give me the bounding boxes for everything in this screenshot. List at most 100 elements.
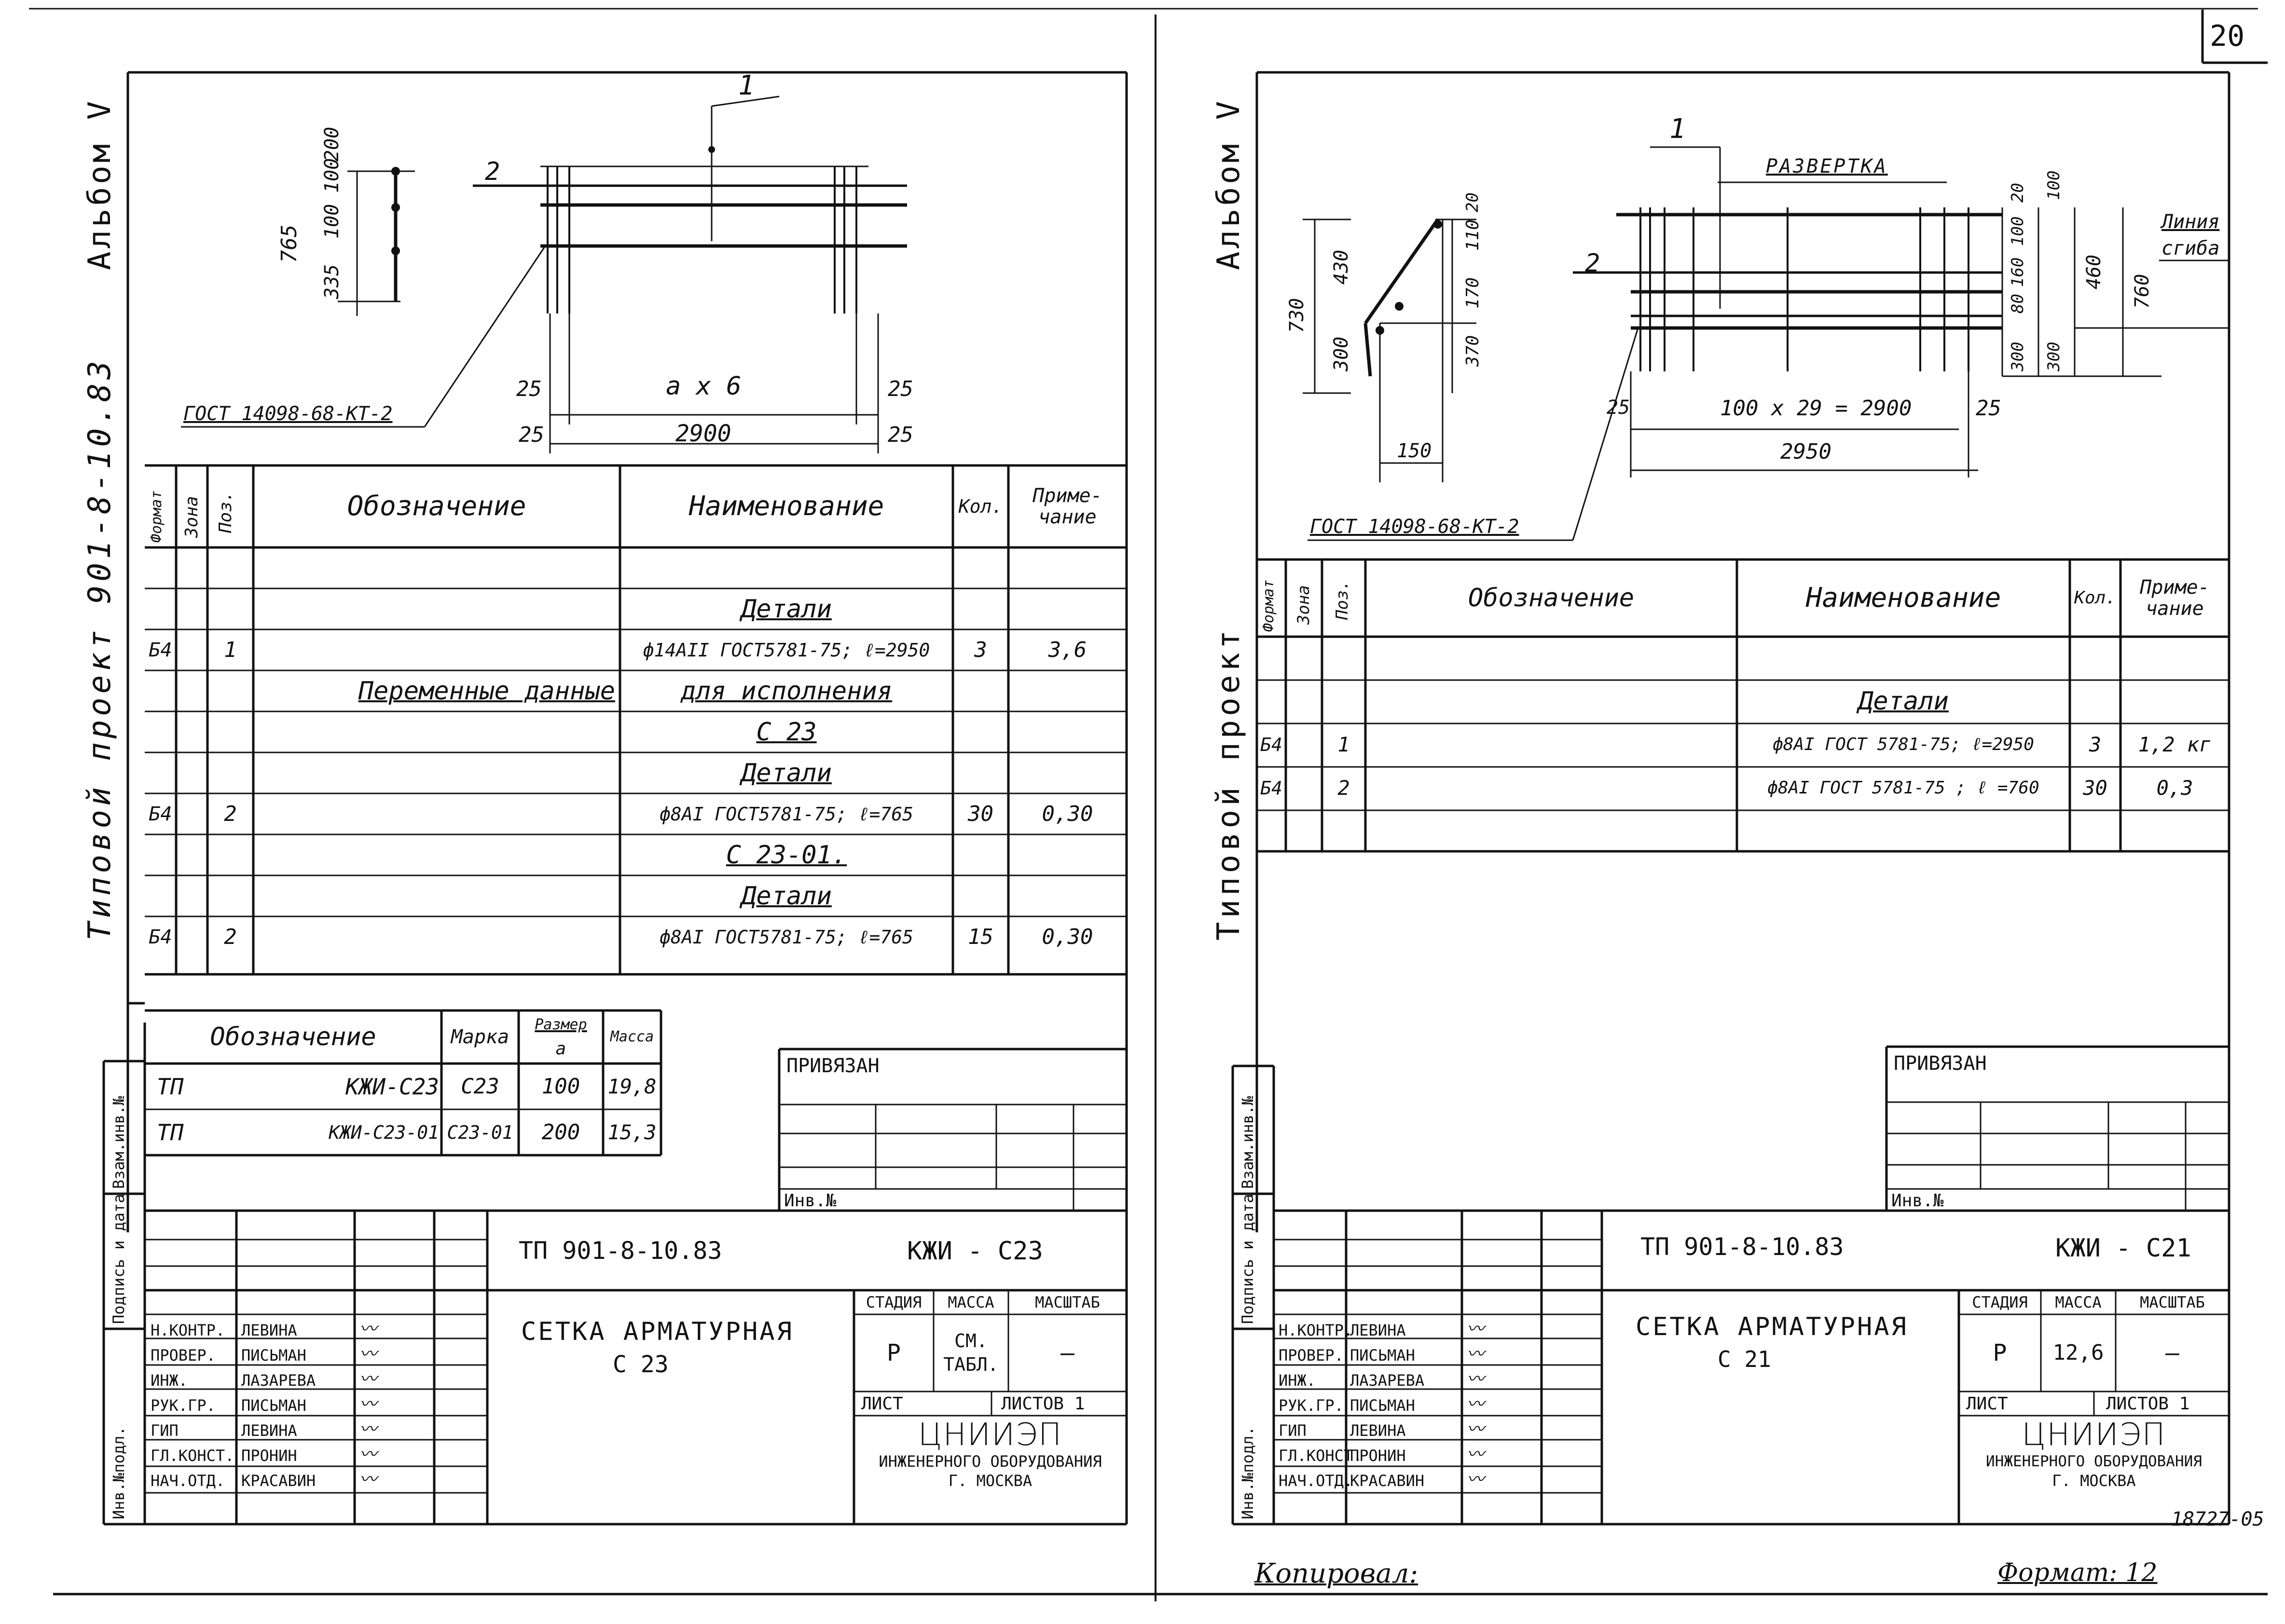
col-qty: Кол. (2074, 588, 2116, 608)
person-role: Н.КОНТР. (1279, 1321, 1353, 1339)
col-format: Формат (148, 490, 165, 543)
spec-note-cell (2120, 637, 2229, 679)
signature: 〰 (359, 1344, 377, 1364)
spec-note-cell (2120, 680, 2229, 723)
person-name: КРАСАВИН (1350, 1472, 1425, 1490)
inv-no-label: Инв.№ (784, 1191, 837, 1211)
spec-qty-cell: 3 (974, 637, 987, 662)
spec-qty-cell (2070, 810, 2120, 853)
callout-2: 2 (485, 157, 500, 186)
dim-2950: 2950 (1780, 439, 1831, 464)
col-note: Приме-чание (2140, 576, 2210, 620)
spec-name-cell (620, 547, 953, 588)
spec-qty-cell: 30 (2083, 776, 2107, 800)
spec-designation-cell (253, 752, 620, 793)
spec-format-cell: Б4 (1260, 734, 1282, 755)
dim-25b: 25 (1976, 396, 2001, 421)
project-label: Типовой проект (1211, 626, 1247, 941)
spec-name-cell: Детали (741, 758, 832, 788)
dim-730: 730 (1286, 298, 1308, 333)
signature: 〰 (359, 1369, 377, 1389)
spec-note-cell: 3,6 (1048, 637, 1087, 662)
spec-name-cell: С 23-01. (726, 840, 847, 870)
spec-format-cell: Б4 (149, 803, 172, 825)
spec-format-cell (145, 875, 176, 916)
album-label: Альбом V (82, 98, 118, 270)
spec-note-cell (2120, 810, 2229, 853)
tb-stage-h: СТАДИЯ (866, 1293, 922, 1311)
spec-qty-cell (953, 711, 1008, 752)
signature: 〰 (1467, 1445, 1485, 1464)
spec-name-cell: Детали (741, 594, 832, 624)
var-col-size-sub: a (555, 1039, 566, 1059)
razvertka-label: РАЗВЕРТКА (1766, 155, 1888, 177)
spec-name-cell: ф14АII ГОСТ5781-75; ℓ=2950 (643, 639, 930, 661)
spec-format-cell (145, 547, 176, 588)
dim-370: 370 (1463, 335, 1483, 367)
person-name: ПИСЬМАН (241, 1396, 306, 1415)
spec-pos-cell (207, 875, 253, 916)
spec-designation-cell (253, 547, 620, 588)
spec-format-cell (1257, 810, 1286, 853)
album-label: Альбом V (1211, 98, 1247, 270)
tb-org3: Г. МОСКВА (948, 1472, 1032, 1490)
dim-ax6: a x 6 (666, 372, 742, 401)
spec-qty-cell (2070, 680, 2120, 723)
tb-mark: КЖИ - С23 (907, 1237, 1043, 1266)
spec-name-cell: ф8АI ГОСТ 5781-75 ; ℓ =760 (1767, 778, 2039, 798)
spec-note-cell: 0,3 (2156, 776, 2193, 800)
spec-note-cell: 0,30 (1042, 801, 1093, 826)
tb-title-mark: С 21 (1718, 1346, 1771, 1372)
dim-200: 200 (321, 126, 343, 162)
tb-sheets: ЛИСТОВ 1 (2106, 1394, 2190, 1414)
dim-300: 300 (1330, 336, 1352, 371)
spec-pos-cell: 2 (224, 801, 237, 826)
spec-note-cell: 0,30 (1042, 924, 1093, 949)
col-format: Формат (1260, 579, 1277, 632)
tb-org1: ЦНИИЭП (2022, 1418, 2166, 1452)
person-name: КРАСАВИН (241, 1472, 316, 1490)
dim-100a: 100 (321, 204, 343, 239)
spec-format-cell (1257, 637, 1286, 679)
dim-r-760: 760 (2131, 273, 2153, 309)
spec-pos-cell: 1 (224, 637, 237, 662)
side-label-invpodl: Инв.№подл. (110, 1426, 128, 1519)
person-role: НАЧ.ОТД. (1279, 1472, 1353, 1490)
tb-title: СЕТКА АРМАТУРНАЯ (1636, 1312, 1908, 1341)
spec-name-cell: ф8АI ГОСТ5781-75; ℓ=765 (659, 926, 914, 948)
person-name: ЛЕВИНА (1350, 1321, 1406, 1339)
dim-150: 150 (1397, 440, 1432, 462)
dim-r-300b: 300 (2044, 341, 2064, 371)
spec-name-cell (1737, 810, 2070, 853)
side-label-vzam: Взам.инв.№ (1239, 1096, 1257, 1189)
spec-note-cell: 1,2 кг (2138, 733, 2212, 756)
spec-pos-cell (207, 834, 253, 875)
dim-765: 765 (277, 224, 302, 263)
spec-name-cell: для исполнения (680, 676, 893, 706)
bend-line-label-2: сгиба (2161, 237, 2220, 259)
callout-1: 1 (1669, 113, 1686, 145)
dim-25c: 25 (519, 423, 544, 447)
spec-note-cell (1008, 752, 1127, 793)
spec-designation-cell (253, 834, 620, 875)
side-label-invpodl: Инв.№подл. (1239, 1426, 1257, 1519)
doc-number: 18727-05 (2171, 1508, 2264, 1530)
spec-pos-cell: 2 (1337, 776, 1350, 800)
tb-sheet: ЛИСТ (861, 1394, 903, 1414)
person-name: ПРОНИН (1350, 1447, 1406, 1465)
spec-designation-cell: Переменные данные (358, 676, 615, 706)
spec-qty-cell: 15 (968, 924, 993, 949)
copied-by-label: Копировал: (1254, 1558, 1418, 1589)
person-name: ЛАЗАРЕВА (1350, 1371, 1425, 1390)
dim-r-300a: 300 (2008, 341, 2027, 371)
spec-designation-cell (253, 793, 620, 834)
person-name: ЛЕВИНА (1350, 1421, 1406, 1440)
person-role: ПРОВЕР. (1279, 1346, 1344, 1365)
gost-label: ГОСТ 14098-68-КТ-2 (1310, 516, 1519, 538)
spec-format-cell (1257, 680, 1286, 723)
spec-name-cell: ф8АI ГОСТ5781-75; ℓ=765 (659, 803, 914, 825)
spec-designation-cell (253, 916, 620, 957)
spec-note-cell (1008, 547, 1127, 588)
person-role: ПРОВЕР. (151, 1346, 216, 1365)
